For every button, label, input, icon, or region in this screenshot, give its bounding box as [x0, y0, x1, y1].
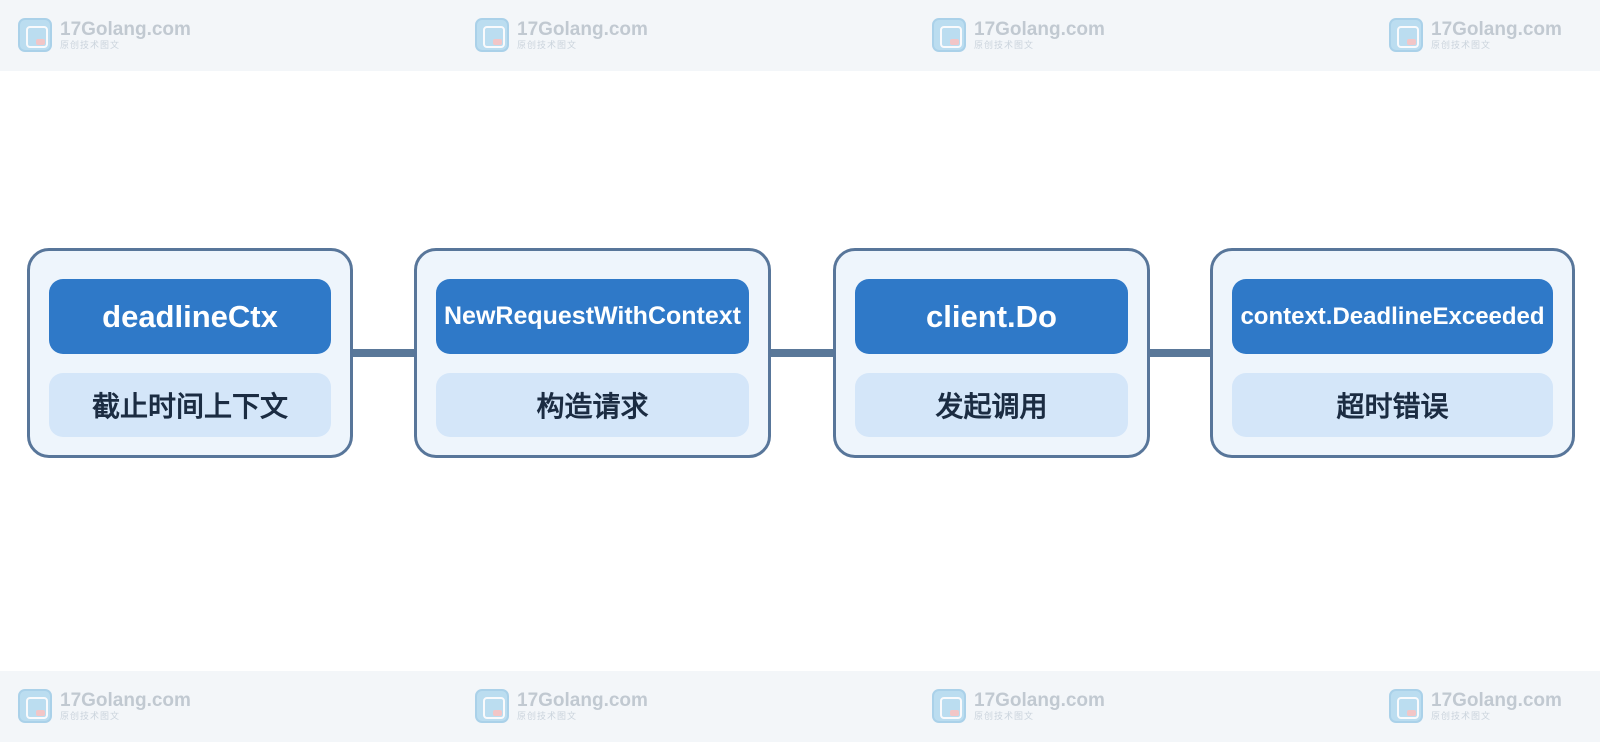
site-logo-icon: [932, 18, 966, 52]
site-logo-icon: [1389, 18, 1423, 52]
flow-node-new-request: NewRequestWithContext 构造请求: [414, 248, 771, 458]
watermark-tagline: 原创技术图文: [974, 40, 1035, 51]
flow-node-deadline-exceeded: context.DeadlineExceeded 超时错误: [1210, 248, 1575, 458]
bottom-watermark-strip: 17Golang.com 原创技术图文 17Golang.com 原创技术图文 …: [0, 671, 1600, 742]
watermark: 17Golang.com 原创技术图文: [475, 688, 648, 724]
watermark-site: 17Golang.com: [974, 689, 1105, 711]
watermark-site: 17Golang.com: [60, 689, 191, 711]
flow-node-client-do: client.Do 发起调用: [833, 248, 1150, 458]
flow-node-deadline-ctx: deadlineCtx 截止时间上下文: [27, 248, 353, 458]
site-logo-icon: [18, 689, 52, 723]
watermark: 17Golang.com 原创技术图文: [932, 688, 1105, 724]
connector-line: [1146, 349, 1212, 357]
node-title: NewRequestWithContext: [436, 279, 749, 354]
watermark-tagline: 原创技术图文: [60, 711, 121, 722]
site-logo-icon: [932, 689, 966, 723]
watermark: 17Golang.com 原创技术图文: [932, 17, 1105, 53]
watermark-site: 17Golang.com: [517, 689, 648, 711]
watermark-site: 17Golang.com: [1431, 18, 1562, 40]
node-label: 发起调用: [855, 373, 1128, 437]
connector-line: [350, 349, 418, 357]
node-title: context.DeadlineExceeded: [1232, 279, 1553, 354]
node-title: client.Do: [855, 279, 1128, 354]
node-title: deadlineCtx: [49, 279, 331, 354]
connector-line: [767, 349, 837, 357]
watermark-tagline: 原创技术图文: [60, 40, 121, 51]
watermark-site: 17Golang.com: [974, 18, 1105, 40]
site-logo-icon: [18, 18, 52, 52]
watermark-site: 17Golang.com: [60, 18, 191, 40]
watermark: 17Golang.com 原创技术图文: [1389, 17, 1562, 53]
watermark: 17Golang.com 原创技术图文: [1389, 688, 1562, 724]
site-logo-icon: [475, 18, 509, 52]
node-label: 超时错误: [1232, 373, 1553, 437]
watermark-site: 17Golang.com: [1431, 689, 1562, 711]
watermark-tagline: 原创技术图文: [974, 711, 1035, 722]
watermark: 17Golang.com 原创技术图文: [475, 17, 648, 53]
site-logo-icon: [475, 689, 509, 723]
watermark: 17Golang.com 原创技术图文: [18, 17, 191, 53]
node-label: 构造请求: [436, 373, 749, 437]
watermark-tagline: 原创技术图文: [1431, 40, 1492, 51]
watermark-tagline: 原创技术图文: [517, 40, 578, 51]
watermark-site: 17Golang.com: [517, 18, 648, 40]
node-label: 截止时间上下文: [49, 373, 331, 437]
top-watermark-strip: 17Golang.com 原创技术图文 17Golang.com 原创技术图文 …: [0, 0, 1600, 71]
watermark: 17Golang.com 原创技术图文: [18, 688, 191, 724]
watermark-tagline: 原创技术图文: [517, 711, 578, 722]
flow-diagram: deadlineCtx 截止时间上下文 NewRequestWithContex…: [0, 248, 1600, 458]
watermark-tagline: 原创技术图文: [1431, 711, 1492, 722]
site-logo-icon: [1389, 689, 1423, 723]
